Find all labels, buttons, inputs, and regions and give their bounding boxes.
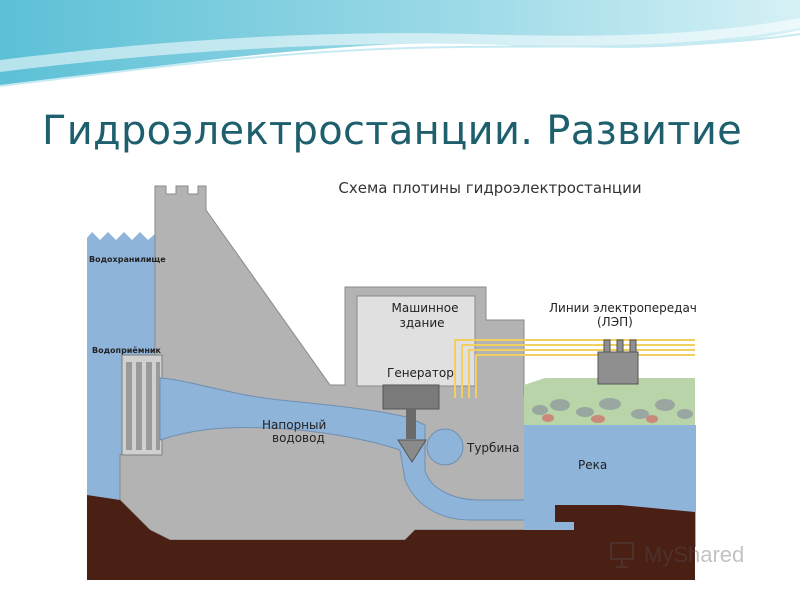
- label-powerhouse-1: Машинное: [392, 301, 459, 315]
- label-power-lines-2: (ЛЭП): [597, 315, 633, 329]
- label-power-lines-1: Линии электропередач: [549, 301, 697, 315]
- label-penstock-1: Напорный: [262, 418, 326, 432]
- turbine-rotor: [397, 439, 427, 463]
- watermark: MyShared: [608, 538, 778, 572]
- presentation-icon: [610, 542, 634, 568]
- label-intake: Водоприёмник: [92, 346, 162, 355]
- watermark-text: MyShared: [644, 542, 745, 567]
- turbine-chamber: [426, 428, 464, 466]
- diagram-caption: Схема плотины гидроэлектростанции: [338, 179, 641, 197]
- intake-grate: [121, 354, 163, 456]
- label-turbine: Турбина: [466, 441, 519, 455]
- generator: [382, 384, 440, 410]
- slide-title: Гидроэлектростанции. Развитие: [42, 108, 743, 154]
- ground: [87, 495, 695, 580]
- label-powerhouse-2: здание: [399, 316, 444, 330]
- header-wave-decoration: [0, 0, 800, 87]
- transformer: [597, 339, 639, 385]
- label-penstock-2: водовод: [272, 431, 325, 445]
- dam-body: [119, 185, 575, 541]
- label-river: Река: [578, 458, 607, 472]
- label-generator: Генератор: [387, 366, 454, 380]
- label-reservoir: Водохранилище: [89, 255, 166, 264]
